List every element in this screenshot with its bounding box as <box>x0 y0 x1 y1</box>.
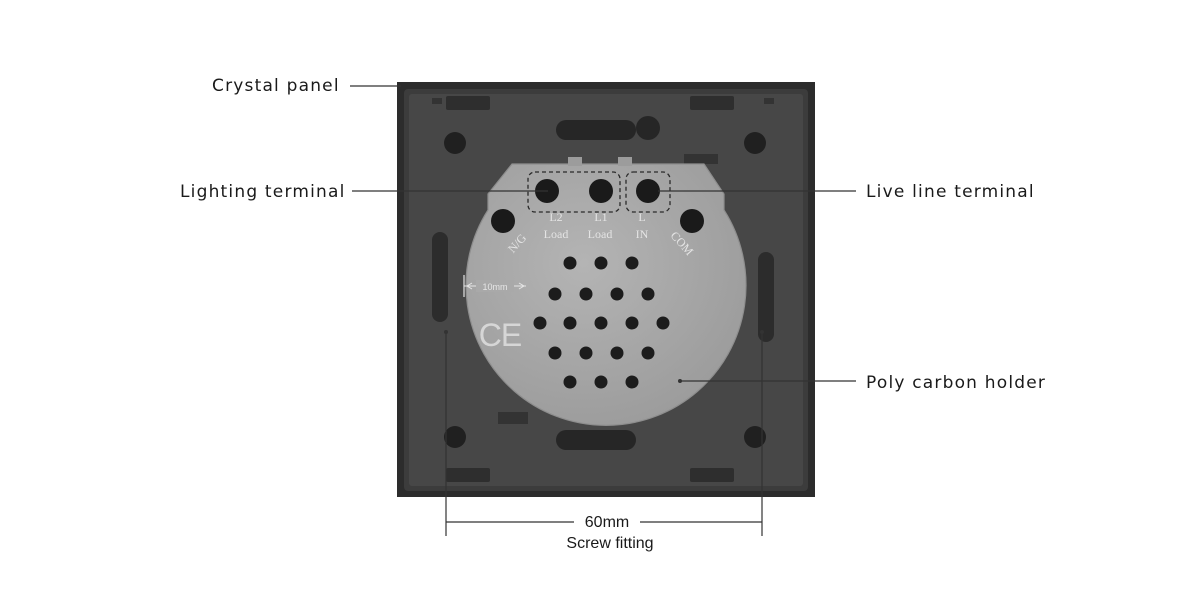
lighting-terminal-group <box>527 171 621 213</box>
marking-load-l1: Load <box>588 227 613 241</box>
vent-hole <box>641 346 655 360</box>
vent-hole <box>641 287 655 301</box>
vent-hole <box>563 375 577 389</box>
terminal-l1-hole <box>589 179 613 203</box>
terminal-com-hole <box>680 209 704 233</box>
vent-hole <box>610 346 624 360</box>
vent-hole <box>594 375 608 389</box>
vent-hole <box>533 316 547 330</box>
vent-hole <box>579 287 593 301</box>
vent-hole <box>594 316 608 330</box>
lighting-terminal-label: Lighting terminal <box>180 182 346 202</box>
crystal-panel-label: Crystal panel <box>212 76 340 96</box>
poly-carbon-holder: L2 L1 L Load Load IN N/G COM 10mm CE <box>463 157 747 426</box>
vent-hole <box>625 316 639 330</box>
marking-l: L <box>638 210 645 224</box>
vent-hole <box>548 287 562 301</box>
leader-lines <box>350 85 856 536</box>
vent-hole <box>625 256 639 270</box>
vent-hole <box>610 287 624 301</box>
live-line-terminal-label: Live line terminal <box>866 182 1035 202</box>
marking-in: IN <box>636 227 649 241</box>
ten-mm-marking: 10mm <box>463 275 526 297</box>
vent-hole <box>548 346 562 360</box>
vent-hole <box>563 256 577 270</box>
vent-hole <box>656 316 670 330</box>
vent-hole <box>594 256 608 270</box>
marking-l1: L1 <box>594 210 607 224</box>
dimension-value: 60mm <box>584 514 630 531</box>
ten-mm-label: 10mm <box>482 282 507 292</box>
terminal-l-hole <box>636 179 660 203</box>
vent-hole <box>579 346 593 360</box>
marking-l2: L2 <box>549 210 562 224</box>
terminal-ng-hole <box>491 209 515 233</box>
vent-hole <box>625 375 639 389</box>
ce-mark: CE <box>479 317 521 353</box>
vent-hole <box>563 316 577 330</box>
marking-load-l2: Load <box>544 227 569 241</box>
live-terminal-group <box>625 171 671 213</box>
dimension-caption: Screw fitting <box>566 535 654 552</box>
poly-carbon-holder-label: Poly carbon holder <box>866 373 1047 393</box>
vent-hole-grid <box>533 256 670 389</box>
